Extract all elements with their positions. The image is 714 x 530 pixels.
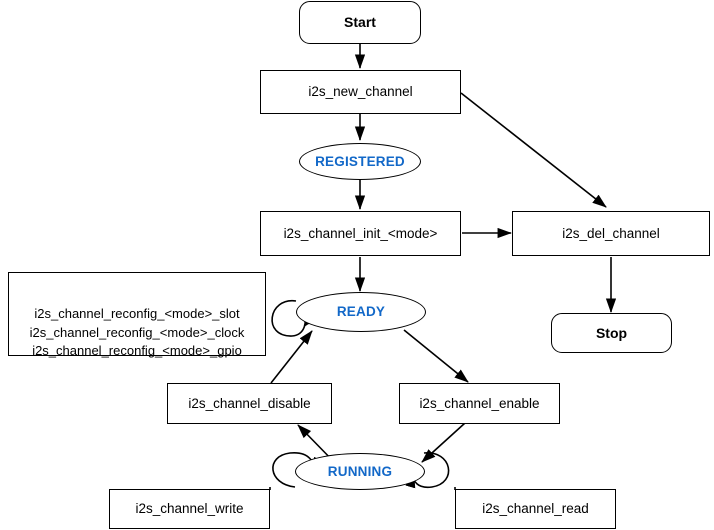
node-start-label: Start [344,14,376,31]
node-i2s-del-channel[interactable]: i2s_del_channel [512,211,710,256]
node-running-state[interactable]: RUNNING [295,453,425,490]
node-registered-state[interactable]: REGISTERED [299,143,421,180]
node-i2s-channel-read[interactable]: i2s_channel_read [455,489,616,529]
edge-channel-disable-to-ready [270,330,313,384]
node-i2s-new-channel-label: i2s_new_channel [308,84,413,100]
node-i2s-new-channel[interactable]: i2s_new_channel [260,70,461,114]
node-i2s-channel-write[interactable]: i2s_channel_write [109,489,270,529]
edge-channel-enable-to-running [421,422,466,463]
edge-ready-to-channel-enable [403,329,469,383]
node-i2s-channel-disable[interactable]: i2s_channel_disable [167,383,332,424]
node-ready-state[interactable]: READY [296,292,426,332]
node-stop-label: Stop [595,324,628,341]
node-ready-label: READY [336,304,386,320]
node-running-label: RUNNING [327,463,393,479]
node-i2s-channel-reconfig-label: i2s_channel_reconfig_<mode>_slot i2s_cha… [29,306,245,359]
node-i2s-channel-disable-label: i2s_channel_disable [188,395,311,411]
node-i2s-channel-enable[interactable]: i2s_channel_enable [399,383,560,424]
node-stop[interactable]: Stop [551,313,672,353]
node-i2s-del-channel-label: i2s_del_channel [562,225,660,241]
node-i2s-channel-enable-label: i2s_channel_enable [419,395,540,411]
node-registered-label: REGISTERED [315,153,405,169]
node-i2s-channel-reconfig[interactable]: i2s_channel_reconfig_<mode>_slot i2s_cha… [8,272,266,359]
node-i2s-channel-write-label: i2s_channel_write [135,501,244,517]
node-i2s-channel-init[interactable]: i2s_channel_init_<mode> [260,211,461,256]
node-i2s-channel-read-label: i2s_channel_read [482,501,589,517]
node-start[interactable]: Start [299,1,421,44]
node-i2s-channel-init-label: i2s_channel_init_<mode> [283,225,438,241]
edge-new-channel-to-del-channel [460,92,607,208]
